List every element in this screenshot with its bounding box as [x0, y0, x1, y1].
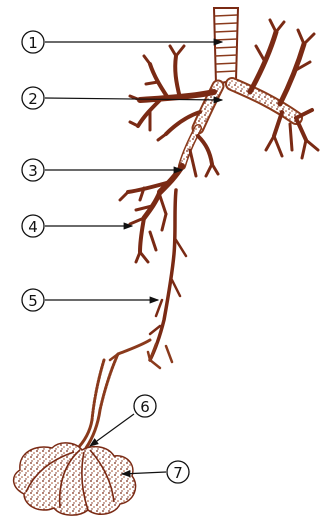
callout-7: 7 — [167, 461, 189, 483]
callout-7-label: 7 — [173, 464, 183, 482]
callout-2-label: 2 — [28, 90, 38, 108]
bronchioles — [120, 128, 218, 360]
callout-4: 4 — [22, 215, 44, 237]
callout-lines — [45, 42, 222, 474]
callout-2: 2 — [22, 87, 44, 109]
callout-3-label: 3 — [28, 162, 38, 180]
callout-6: 6 — [134, 395, 156, 417]
callout-6-label: 6 — [140, 398, 150, 416]
trachea — [214, 8, 238, 84]
respiratory-bronchiole — [76, 340, 172, 450]
callout-1-label: 1 — [28, 34, 38, 52]
right-bronchial-branches — [250, 20, 318, 158]
alveolar-sac — [14, 443, 136, 515]
callout-3: 3 — [22, 159, 44, 181]
callout-5-label: 5 — [28, 292, 38, 310]
callout-1: 1 — [22, 31, 44, 53]
callout-5: 5 — [22, 289, 44, 311]
callout-4-label: 4 — [28, 218, 38, 236]
